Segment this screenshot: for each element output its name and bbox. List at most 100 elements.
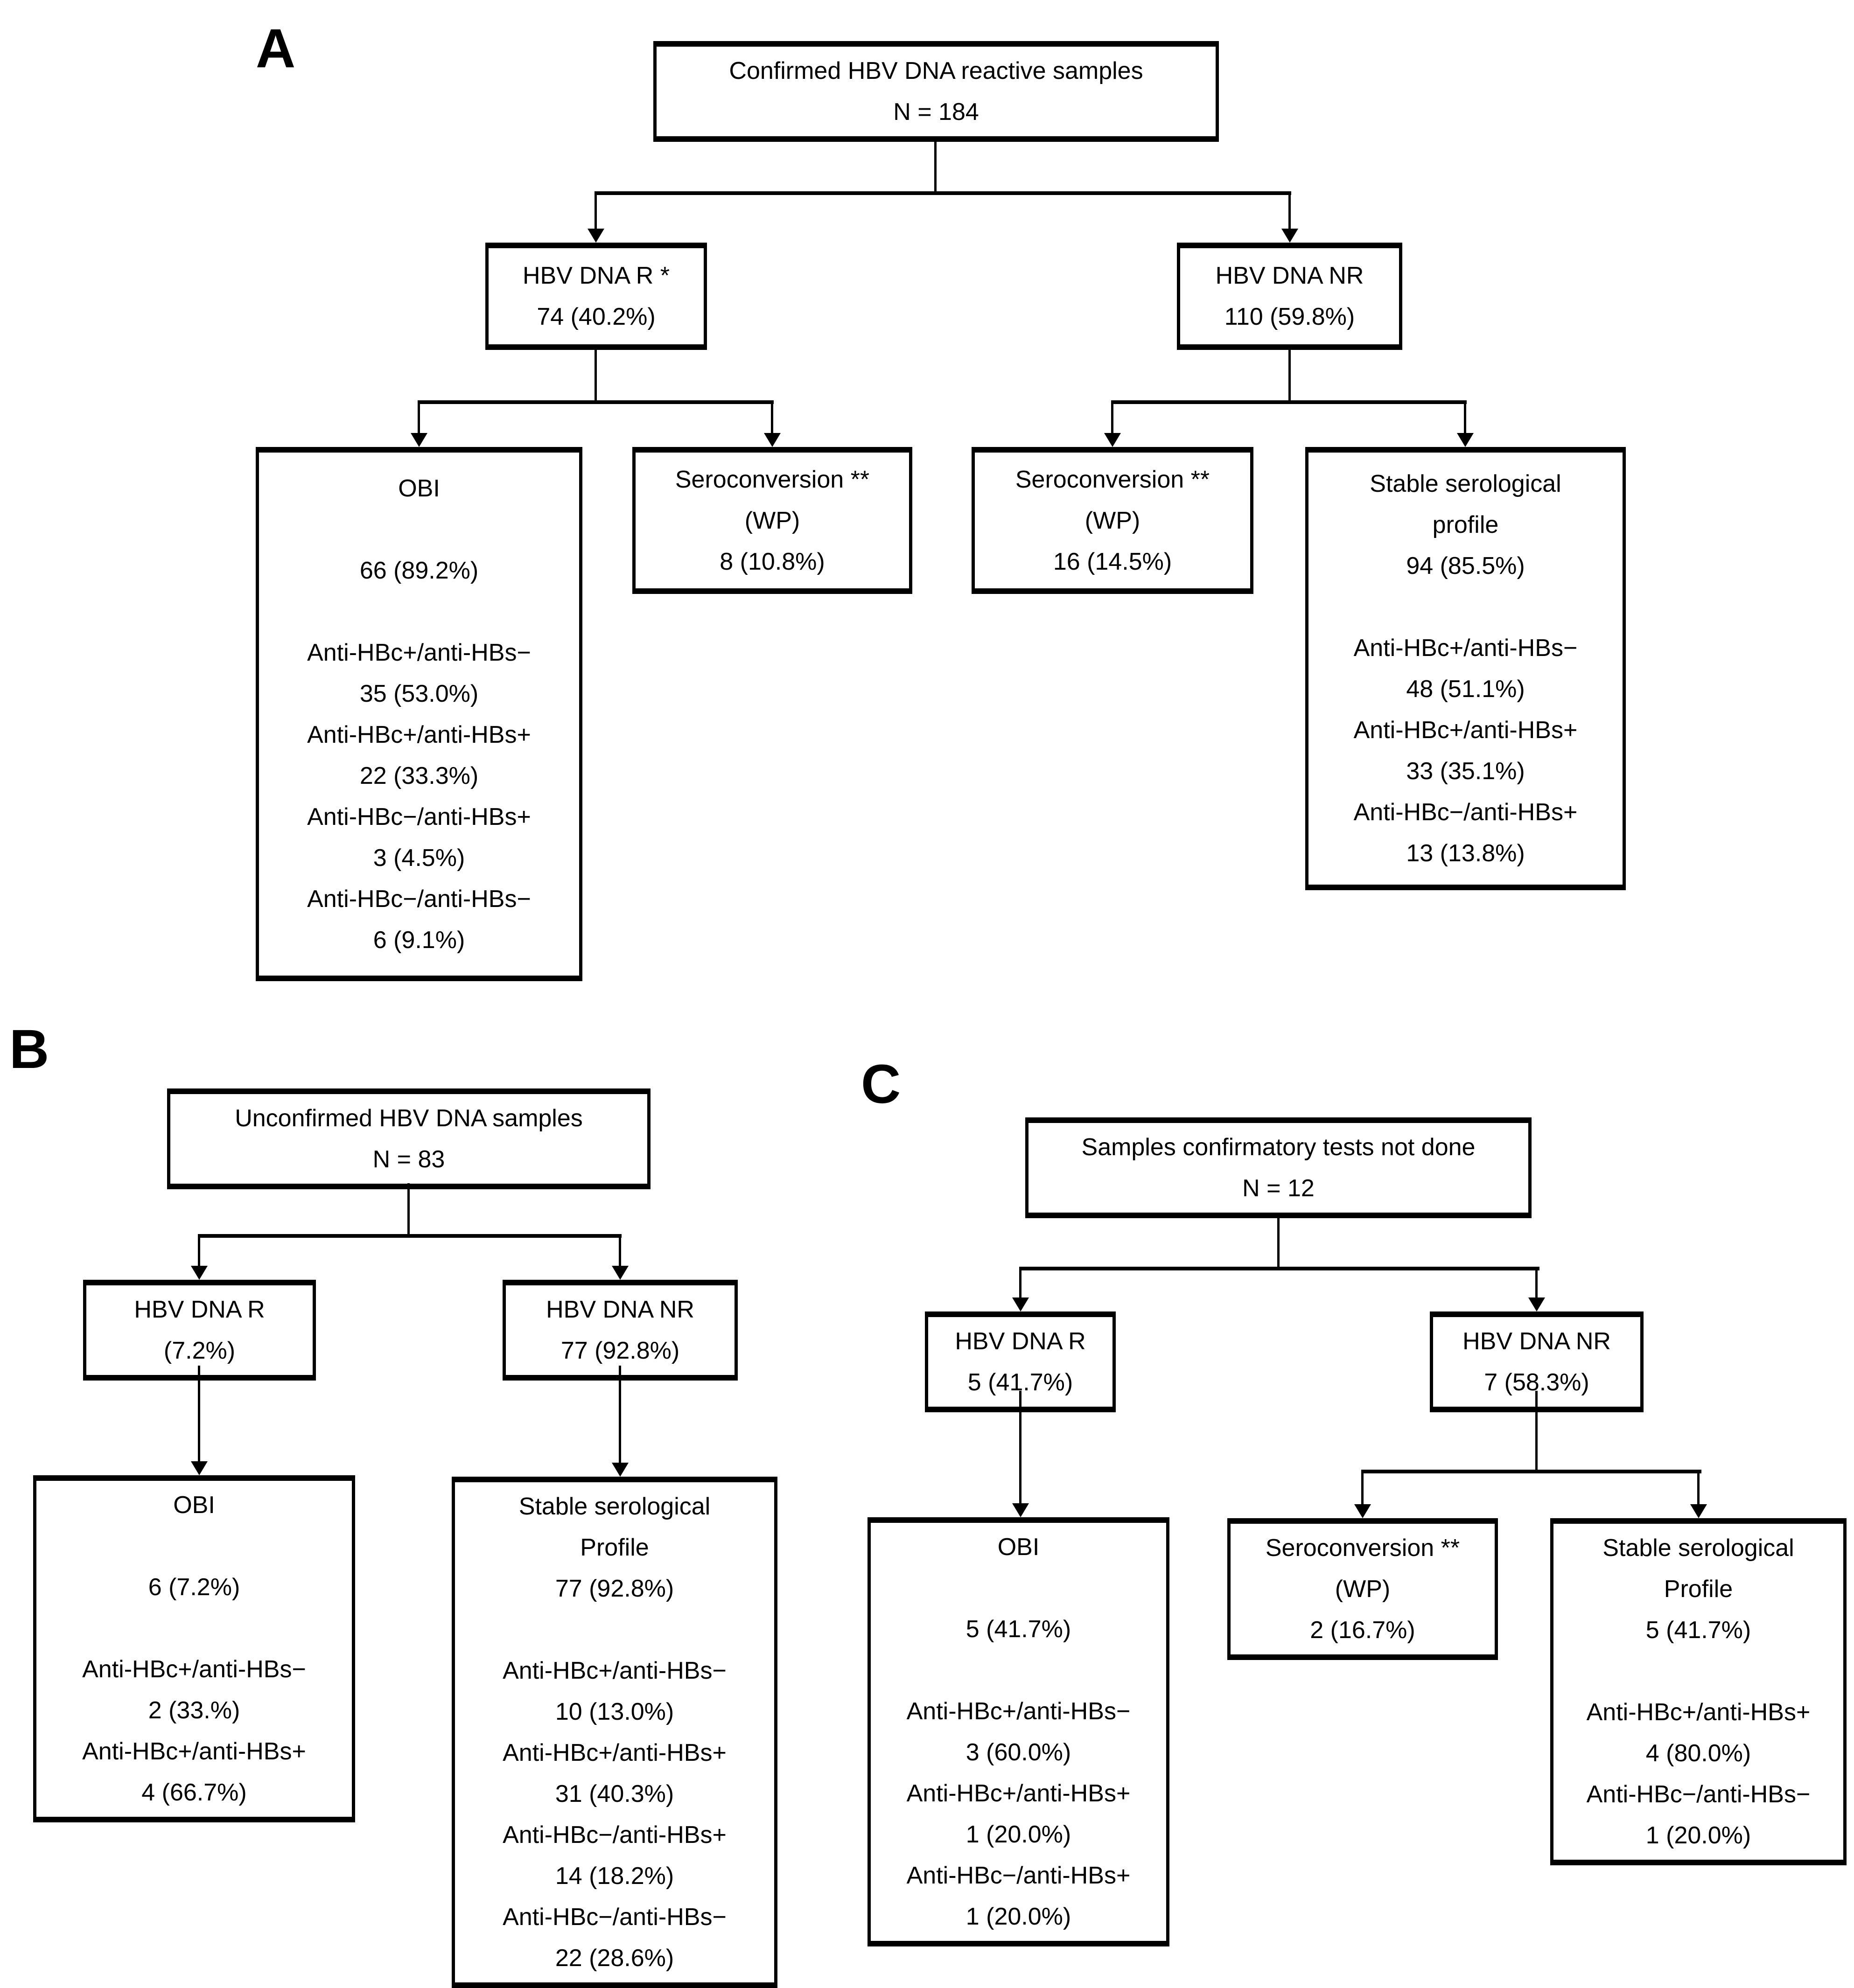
box-text-line: 2 (16.7%) [1310, 1617, 1415, 1644]
box-text-line: 33 (35.1%) [1406, 758, 1525, 785]
connector-hline [418, 400, 774, 404]
panel-a-hbv-dna-nr-box: HBV DNA NR 110 (59.8%) [1177, 243, 1402, 350]
connector-hline [1111, 400, 1467, 404]
connector-vline [934, 140, 937, 195]
box-text-line: Anti-HBc−/anti-HBs− [307, 885, 531, 913]
down-arrowhead-icon [191, 1266, 208, 1280]
connector-vline [1111, 400, 1113, 433]
box-text-line: 2 (33.%) [148, 1697, 240, 1724]
box-text-line: 110 (59.8%) [1224, 303, 1355, 330]
box-text-line: Stable serological [1370, 470, 1561, 497]
box-text-line: 66 (89.2%) [359, 557, 479, 584]
connector-vline [1019, 1267, 1021, 1297]
box-text-line: 77 (92.8%) [560, 1337, 680, 1364]
box-text-line: 1 (20.0%) [965, 1903, 1071, 1930]
box-text-line: Confirmed HBV DNA reactive samples [729, 57, 1143, 84]
panel-a-obi-box: OBI 66 (89.2%) Anti-HBc+/anti-HBs−35 (53… [256, 447, 582, 981]
connector-vline [1697, 1470, 1700, 1504]
box-text-line: (WP) [1084, 507, 1140, 534]
down-arrowhead-icon [612, 1463, 629, 1477]
box-text-line: HBV DNA R * [523, 262, 670, 289]
box-text-line: N = 184 [893, 98, 979, 126]
panel-b-hbv-dna-nr-box: HBV DNA NR 77 (92.8%) [503, 1280, 738, 1381]
box-text-line [1310, 586, 1621, 628]
box-text-line: 22 (33.3%) [359, 762, 479, 789]
box-text-line [38, 1608, 350, 1649]
box-text-line: 4 (66.7%) [141, 1779, 247, 1806]
box-text-line: OBI [997, 1534, 1040, 1561]
connector-vline [1277, 1215, 1280, 1270]
panel-a-hbv-dna-r-box: HBV DNA R * 74 (40.2%) [485, 243, 707, 350]
box-text-line: Unconfirmed HBV DNA samples [235, 1105, 583, 1132]
box-text-line: Anti-HBc−/anti-HBs+ [307, 803, 531, 830]
box-text-line: Anti-HBc−/anti-HBs+ [503, 1821, 727, 1848]
box-text-line: Anti-HBc+/anti-HBs+ [82, 1738, 306, 1765]
connector-vline [1019, 1391, 1021, 1503]
box-text-line: 22 (28.6%) [555, 1945, 674, 1972]
box-text-line: Anti-HBc+/anti-HBs− [307, 639, 531, 666]
down-arrowhead-icon [1012, 1297, 1029, 1311]
box-text-line: 94 (85.5%) [1406, 552, 1525, 579]
box-text-line: 3 (60.0%) [965, 1739, 1071, 1766]
connector-vline [619, 1234, 621, 1266]
box-text-line: 10 (13.0%) [555, 1698, 674, 1725]
box-text-line: Anti-HBc+/anti-HBs− [1353, 635, 1578, 662]
box-text-line: 16 (14.5%) [1053, 548, 1172, 575]
box-text-line [261, 509, 577, 550]
connector-vline [1288, 191, 1291, 229]
box-text-line: Profile [580, 1534, 649, 1561]
panel-a-stable-profile-box: Stable serological profile 94 (85.5%) Anti… [1305, 447, 1626, 890]
panel-b-label: B [9, 1018, 49, 1080]
box-text-line: 48 (51.1%) [1406, 676, 1525, 703]
connector-hline [595, 191, 1291, 195]
box-text-line: OBI [173, 1492, 215, 1519]
box-text-line: Anti-HBc+/anti-HBs+ [307, 721, 531, 748]
down-arrowhead-icon [612, 1266, 629, 1280]
box-text-line: Stable serological [1602, 1535, 1794, 1562]
down-arrowhead-icon [1012, 1503, 1029, 1517]
down-arrowhead-icon [191, 1461, 208, 1475]
down-arrowhead-icon [1457, 433, 1474, 447]
box-text-line: 5 (41.7%) [1645, 1617, 1751, 1644]
box-text-line: 13 (13.8%) [1406, 840, 1525, 867]
down-arrowhead-icon [1281, 229, 1298, 243]
box-text-line: HBV DNA NR [546, 1296, 694, 1323]
box-text-line: 77 (92.8%) [555, 1575, 674, 1602]
connector-vline [1361, 1470, 1364, 1504]
box-text-line: 74 (40.2%) [537, 303, 656, 330]
connector-vline [1464, 400, 1466, 433]
connector-vline [619, 1366, 621, 1463]
box-text-line: N = 12 [1242, 1175, 1315, 1202]
down-arrowhead-icon [764, 433, 781, 447]
box-text-line: Samples confirmatory tests not done [1081, 1134, 1476, 1161]
box-text-line: 4 (80.0%) [1645, 1740, 1751, 1767]
box-text-line [873, 1650, 1164, 1691]
panel-a-label: A [256, 18, 296, 79]
down-arrowhead-icon [588, 229, 604, 243]
panel-c-seroconversion-box: Seroconversion **(WP)2 (16.7%) [1227, 1518, 1498, 1660]
box-text-line: HBV DNA R [955, 1328, 1086, 1355]
box-text-line: profile [1432, 511, 1499, 538]
box-text-line: (WP) [1335, 1576, 1391, 1603]
connector-vline [1535, 1267, 1538, 1297]
box-text-line: Anti-HBc+/anti-HBs+ [503, 1739, 727, 1766]
box-text-line: HBV DNA NR [1215, 262, 1364, 289]
box-text-line: Anti-HBc−/anti-HBs− [1586, 1781, 1811, 1808]
box-text-line: Seroconversion ** [675, 466, 870, 493]
connector-vline [595, 191, 597, 229]
box-text-line: 8 (10.8%) [720, 548, 825, 575]
box-text-line: Anti-HBc−/anti-HBs− [503, 1904, 727, 1931]
connector-vline [771, 400, 773, 433]
box-text-line: Anti-HBc+/anti-HBs+ [1586, 1699, 1811, 1726]
connector-hline [198, 1234, 622, 1238]
box-text-line: 6 (7.2%) [148, 1574, 240, 1601]
box-text-line: Anti-HBc+/anti-HBs− [82, 1656, 306, 1683]
box-text-line [457, 1609, 772, 1650]
connector-vline [1535, 1391, 1538, 1473]
box-text-line: 6 (9.1%) [373, 926, 465, 954]
box-text-line: 1 (20.0%) [1645, 1822, 1751, 1849]
box-text-line: Anti-HBc−/anti-HBs+ [906, 1862, 1131, 1889]
